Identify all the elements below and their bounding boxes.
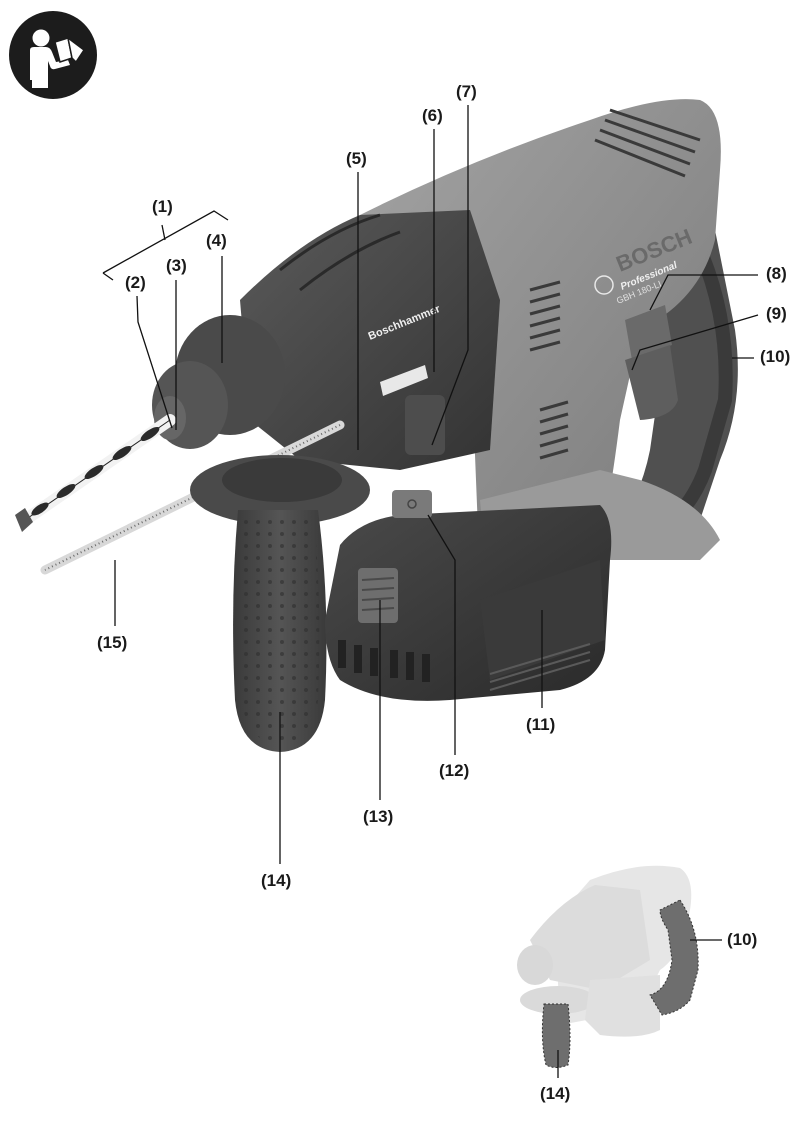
drill-bit xyxy=(15,414,176,532)
tool-holder xyxy=(152,315,285,449)
callout-14: (14) xyxy=(261,871,292,890)
callout-2: (2) xyxy=(125,273,146,292)
callout-3: (3) xyxy=(166,256,187,275)
battery-pack xyxy=(325,490,612,701)
callout-8: (8) xyxy=(766,264,787,283)
callout-5: (5) xyxy=(346,149,367,168)
callout-13: (13) xyxy=(363,807,394,826)
read-manual-icon xyxy=(9,11,97,99)
callout-6: (6) xyxy=(422,106,443,125)
inset-illustration xyxy=(517,865,722,1078)
auxiliary-handle xyxy=(233,510,327,752)
leader-lines xyxy=(102,105,759,864)
callout-1: (1) xyxy=(152,197,173,216)
callout-15: (15) xyxy=(97,633,128,652)
callout-7: (7) xyxy=(456,82,477,101)
mode-selector xyxy=(380,365,445,455)
callout-10: (10) xyxy=(760,347,791,366)
auxiliary-handle-collar xyxy=(190,455,370,525)
callout-4: (4) xyxy=(206,231,227,250)
inset-callout-10: (10) xyxy=(727,930,758,949)
callout-11: (11) xyxy=(526,715,556,734)
callout-9: (9) xyxy=(766,304,787,323)
callout-12: (12) xyxy=(439,761,470,780)
bosch-armature-logo-icon xyxy=(594,275,614,295)
inset-callout-14: (14) xyxy=(540,1084,571,1103)
